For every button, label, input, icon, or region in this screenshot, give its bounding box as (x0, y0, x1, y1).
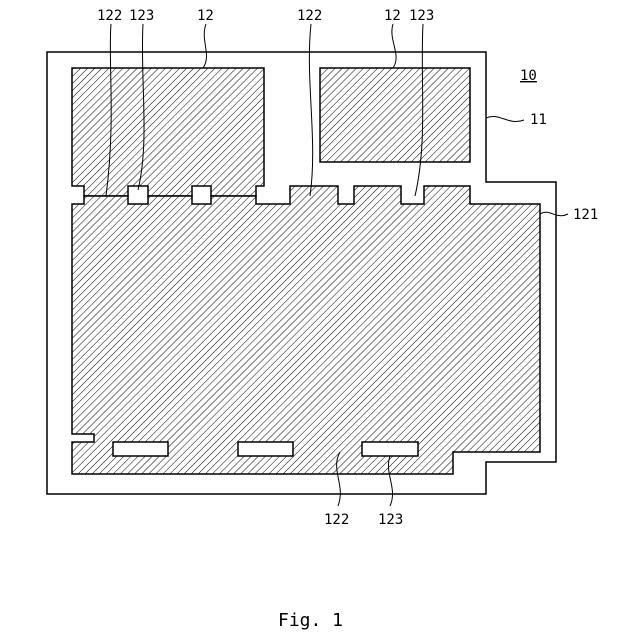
label-bottom-123: 123 (378, 512, 403, 528)
pad-121-main (72, 186, 540, 474)
label-top-12-right: 12 (384, 8, 401, 24)
label-top-122-left: 122 (97, 8, 122, 24)
label-top-123-right: 123 (409, 8, 434, 24)
label-top-12-left: 12 (197, 8, 214, 24)
label-top-123-left: 123 (129, 8, 154, 24)
pad-12-left (72, 68, 264, 196)
pad-12-right (320, 68, 470, 162)
label-top-122-right: 122 (297, 8, 322, 24)
label-bottom-122: 122 (324, 512, 349, 528)
slot-123-bottom-3 (362, 442, 418, 456)
leader-11 (486, 116, 524, 121)
slot-123-bottom-1 (113, 442, 168, 456)
label-11: 11 (530, 112, 547, 128)
label-10: 10 (520, 68, 537, 84)
label-121: 121 (573, 207, 598, 223)
figure-caption: Fig. 1 (278, 610, 343, 631)
slot-123-bottom-2 (238, 442, 293, 456)
